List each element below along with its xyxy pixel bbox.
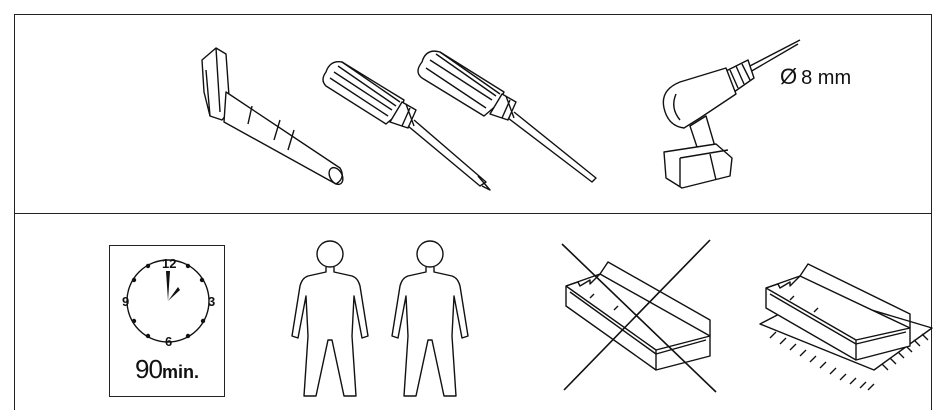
box-on-protective-surface-icon [759,263,933,391]
clock-number-9: 9 [122,294,130,309]
drill-bit-size: 8 mm [801,67,852,89]
diameter-symbol: Ø [780,64,798,89]
duration-unit: min. [161,362,199,382]
flathead-screwdriver-icon [417,50,597,183]
hammer-icon [201,47,344,186]
two-persons-icon [291,240,469,397]
section-divider [14,213,932,214]
crossed-out-box-on-floor-icon [561,239,717,393]
instruction-frame [14,14,932,410]
clock-icon [126,259,210,343]
duration-label: 90min. [110,354,224,385]
clock-number-3: 3 [208,294,216,309]
time-required-box: 12 9 3 6 90min. [109,245,225,397]
phillips-screwdriver-icon [322,61,491,191]
cordless-drill-icon [662,39,801,189]
clock-number-12: 12 [162,256,177,271]
clock-number-6: 6 [165,334,173,349]
duration-value: 90 [135,354,163,384]
